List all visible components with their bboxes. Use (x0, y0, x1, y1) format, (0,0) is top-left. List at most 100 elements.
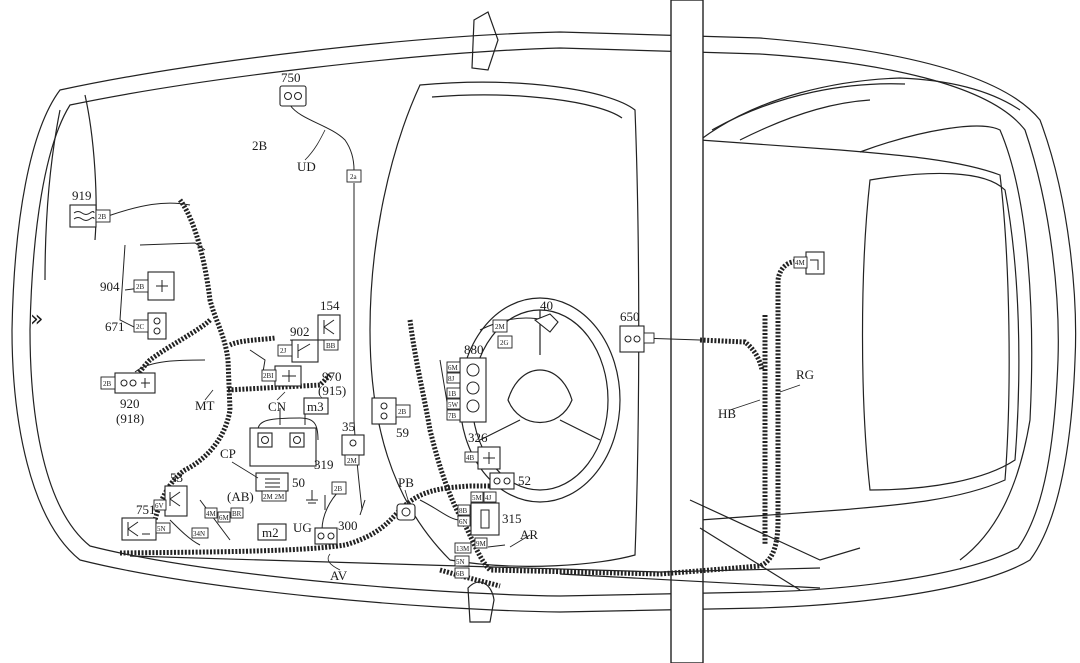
svg-text:5N: 5N (157, 525, 166, 533)
label-751: 300 (338, 518, 358, 533)
label-919: 919 (72, 188, 92, 203)
label-35: 319 (314, 457, 334, 472)
svg-text:1B: 1B (448, 390, 457, 398)
ab-connectors: 4M 6M BR 34N (191, 507, 244, 539)
svg-text:8J: 8J (448, 375, 455, 383)
svg-text:4J: 4J (485, 494, 492, 502)
svg-text:2M: 2M (347, 457, 358, 465)
svg-text:2M 2M: 2M 2M (263, 493, 285, 501)
svg-text:2G: 2G (500, 339, 509, 347)
label-50-number: 50 (292, 475, 305, 490)
label-902: 902 (290, 324, 310, 339)
component-317: 2M 35 (341, 419, 365, 466)
label-ud: UD (297, 159, 316, 174)
svg-text:5N: 5N (456, 558, 465, 566)
component-904: 2B 904 (100, 271, 175, 301)
svg-text:2J: 2J (280, 347, 287, 355)
svg-text:2C: 2C (136, 323, 145, 331)
svg-text:6B: 6B (456, 570, 465, 578)
svg-text:6N: 6N (459, 518, 468, 526)
leader-lines (204, 129, 801, 571)
direction-chevron: » (30, 307, 43, 332)
component-154: BB 154 (317, 298, 341, 351)
connector-2a: 2a (346, 169, 362, 183)
svg-text:2B: 2B (136, 283, 145, 291)
svg-text:m2: m2 (262, 525, 279, 540)
label-671: 671 (105, 319, 125, 334)
component-40-cluster: 6M 8J 1B 5W 7B 880 (446, 342, 487, 423)
label-317: 35 (342, 419, 355, 434)
steering-wheel (459, 297, 621, 503)
component-300: 2M 2G 40 (492, 298, 559, 349)
label-pb: PB (398, 475, 414, 490)
svg-text:34N: 34N (193, 530, 205, 538)
svg-text:2BI: 2BI (263, 372, 274, 380)
label-920: 920 (120, 396, 140, 411)
component-52-fusebox: 5M 4J 8B 6N 9M 13M 5N 6B 315 (454, 491, 522, 579)
component-50-ecu: 2M 2M 317 50 (255, 472, 305, 502)
svg-text:6M: 6M (219, 514, 230, 522)
label-319: 59 (396, 425, 409, 440)
label-rg: RG (796, 367, 814, 382)
svg-text:2B: 2B (103, 380, 112, 388)
label-300: 40 (540, 298, 553, 313)
svg-text:BB: BB (326, 342, 336, 350)
svg-text:4M: 4M (206, 510, 217, 518)
component-53: 5N 751 (121, 502, 171, 541)
svg-text:9M: 9M (476, 540, 487, 548)
label-53: 751 (136, 502, 156, 517)
svg-text:2M: 2M (495, 323, 506, 331)
svg-text:2B: 2B (98, 213, 107, 221)
label-m3: m3 (307, 399, 324, 414)
label-ug: UG (293, 520, 312, 535)
label-40: 880 (464, 342, 484, 357)
svg-text:13M: 13M (456, 545, 470, 553)
component-919: 2B 919 (69, 188, 111, 228)
svg-text:2B: 2B (398, 408, 407, 416)
svg-text:BR: BR (232, 510, 242, 518)
component-59: 6V 53 (153, 470, 188, 517)
component-880: 4B 326 (464, 430, 501, 470)
label-cn: CN (268, 399, 287, 414)
label-326: 52 (518, 473, 531, 488)
component-315: 650 (619, 309, 655, 353)
component-35-battery: 319 (249, 427, 334, 504)
svg-text:6V: 6V (155, 502, 164, 510)
label-59: 53 (170, 470, 183, 485)
label-52: 315 (502, 511, 522, 526)
svg-text:2B: 2B (334, 485, 343, 493)
svg-text:5M: 5M (472, 494, 483, 502)
car-body-outline (11, 0, 1077, 663)
svg-text:7B: 7B (448, 412, 457, 420)
label-915: (915) (318, 383, 346, 398)
label-2b: 2B (252, 138, 268, 153)
component-650: 4M (793, 251, 825, 275)
svg-text:4M: 4M (795, 259, 806, 267)
label-154: 154 (320, 298, 340, 313)
connector-m2: m2 (257, 523, 287, 541)
component-671: 2C 671 (105, 312, 167, 340)
svg-text:8B: 8B (459, 507, 468, 515)
svg-text:5W: 5W (448, 401, 459, 409)
thin-wires (107, 104, 701, 548)
label-880: 326 (468, 430, 488, 445)
svg-text:2a: 2a (350, 173, 358, 181)
label-hb: HB (718, 406, 736, 421)
label-918: (918) (116, 411, 144, 426)
label-ab: (AB) (227, 489, 254, 504)
svg-text:4B: 4B (466, 454, 475, 462)
pb-connector (396, 503, 416, 521)
component-319: 2B 59 (371, 397, 411, 440)
component-970: 970 (915) m3 (303, 369, 346, 415)
label-904: 904 (100, 279, 120, 294)
component-902: 2J 2BI 902 (261, 324, 319, 387)
label-mt: MT (195, 398, 215, 413)
component-750: 750 (279, 70, 307, 107)
label-750: 750 (281, 70, 301, 85)
label-cp: CP (220, 446, 236, 461)
label-av: AV (330, 568, 348, 583)
component-920: 2B 920 (918) (100, 372, 156, 426)
component-326: 52 (489, 472, 531, 490)
harness-labels: 2B UD MT CN CP (AB) PB UG AV AR HB RG (195, 138, 814, 583)
